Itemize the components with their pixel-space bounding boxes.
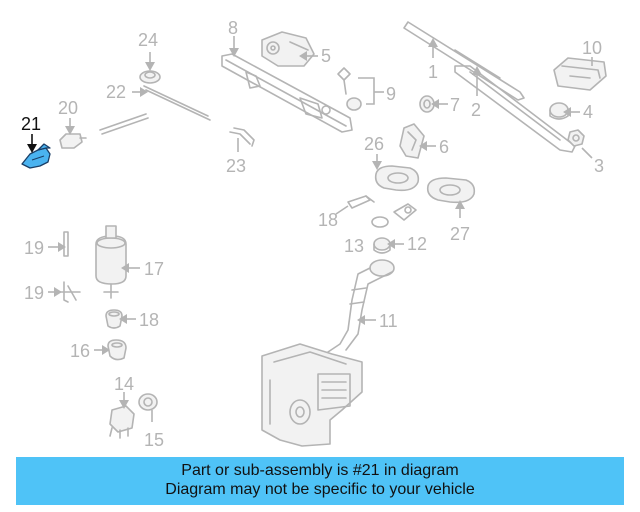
callout-label-21: 21 <box>21 114 41 134</box>
part-5-wiper-motor <box>261 31 315 67</box>
callout-label-14: 14 <box>114 374 134 394</box>
callout-label-27: 27 <box>450 224 470 244</box>
callout-label-9: 9 <box>386 84 396 104</box>
callout-15: 15 <box>144 410 164 450</box>
part-24-connector <box>229 127 255 147</box>
part-14-level-sensor <box>109 405 135 439</box>
callout-27: 27 <box>450 200 470 244</box>
callout-9: 9 <box>358 77 396 105</box>
part-16-grommet <box>107 339 127 361</box>
part-17-washer-pump <box>95 225 127 299</box>
part-9-bolt <box>337 67 362 111</box>
part-20-seal <box>63 231 69 257</box>
part-8-linkage-frame <box>221 53 353 133</box>
info-banner: Part or sub-assembly is #21 in diagram D… <box>16 457 624 505</box>
callout-label-20: 19 <box>24 238 44 258</box>
callout-label-5: 5 <box>321 46 331 66</box>
callout-label-24: 23 <box>226 156 246 176</box>
part-4-cap <box>549 102 569 120</box>
callout-1: 1 <box>428 38 438 82</box>
callout-13: 13 <box>344 236 364 256</box>
part-26-nozzle <box>374 165 420 192</box>
part-19-t-connector <box>59 281 81 303</box>
callout-3: 3 <box>581 147 604 176</box>
callout-25: 24 <box>138 30 158 71</box>
callout-label-12: 12 <box>407 234 427 254</box>
callout-label-7: 7 <box>450 95 460 115</box>
callout-label-19-upper: 18 <box>318 210 338 230</box>
callout-label-10: 10 <box>582 38 602 58</box>
part-18-grommet <box>105 309 123 329</box>
part-3-nut <box>567 129 585 147</box>
callout-19-upper: 18 <box>318 205 349 230</box>
part-6-bracket <box>399 123 425 159</box>
callout-label-3: 3 <box>594 156 604 176</box>
callout-label-2: 2 <box>471 100 481 120</box>
callout-26: 26 <box>364 134 384 170</box>
callout-19-lower: 19 <box>24 283 62 303</box>
part-25-grommet <box>139 70 161 84</box>
callout-label-19-lower: 19 <box>24 283 44 303</box>
callout-label-15: 15 <box>144 430 164 450</box>
callout-7: 7 <box>431 95 460 115</box>
callout-20: 19 <box>24 238 66 258</box>
part-21-nozzle-highlighted[interactable] <box>21 143 51 169</box>
part-19-hose-end-upper <box>347 195 375 209</box>
part-12-cap <box>373 237 391 254</box>
callout-11: 11 <box>357 311 398 331</box>
part-23-hose <box>99 85 211 135</box>
callout-23: 22 <box>106 82 148 102</box>
part-27-nozzle <box>426 177 476 204</box>
banner-line-part: Part or sub-assembly is #21 in diagram <box>181 462 459 479</box>
callout-label-11: 11 <box>379 311 398 331</box>
callout-2: 2 <box>471 66 482 120</box>
callout-10: 10 <box>582 38 602 66</box>
part-15-grommet <box>138 393 158 411</box>
callout-18: 18 <box>119 310 159 330</box>
callout-24: 23 <box>226 138 246 176</box>
callout-label-1: 1 <box>428 62 438 82</box>
callout-label-22: 20 <box>58 98 78 118</box>
part-10-motor-cover <box>553 57 607 91</box>
banner-line-disclaimer: Diagram may not be specific to your vehi… <box>165 481 475 498</box>
callout-14: 14 <box>114 374 134 409</box>
callout-12: 12 <box>387 234 427 254</box>
callout-22: 20 <box>58 98 78 135</box>
callout-6: 6 <box>419 137 449 157</box>
callout-label-23: 22 <box>106 82 126 102</box>
part-11-filler-neck <box>321 259 395 357</box>
callout-16: 16 <box>70 341 110 361</box>
callout-17: 17 <box>121 259 164 279</box>
part-13-seal <box>371 203 417 228</box>
callout-label-6: 6 <box>439 137 449 157</box>
callout-label-18: 18 <box>139 310 159 330</box>
callout-label-13: 13 <box>344 236 364 256</box>
callout-8: 8 <box>228 18 239 57</box>
callout-label-4: 4 <box>583 102 593 122</box>
callout-5: 5 <box>299 46 331 66</box>
part-2-wiper-arm <box>454 65 576 153</box>
callout-label-16: 16 <box>70 341 90 361</box>
callout-4: 4 <box>563 102 593 122</box>
callout-label-25: 24 <box>138 30 158 50</box>
callout-label-8: 8 <box>228 18 238 38</box>
callout-label-26: 26 <box>364 134 384 154</box>
part-1-wiper-arm <box>403 21 525 101</box>
part-22-check-valve <box>59 133 87 149</box>
part-washer-reservoir <box>261 343 363 447</box>
callout-21: 21 <box>21 114 41 153</box>
callout-label-17: 17 <box>144 259 164 279</box>
